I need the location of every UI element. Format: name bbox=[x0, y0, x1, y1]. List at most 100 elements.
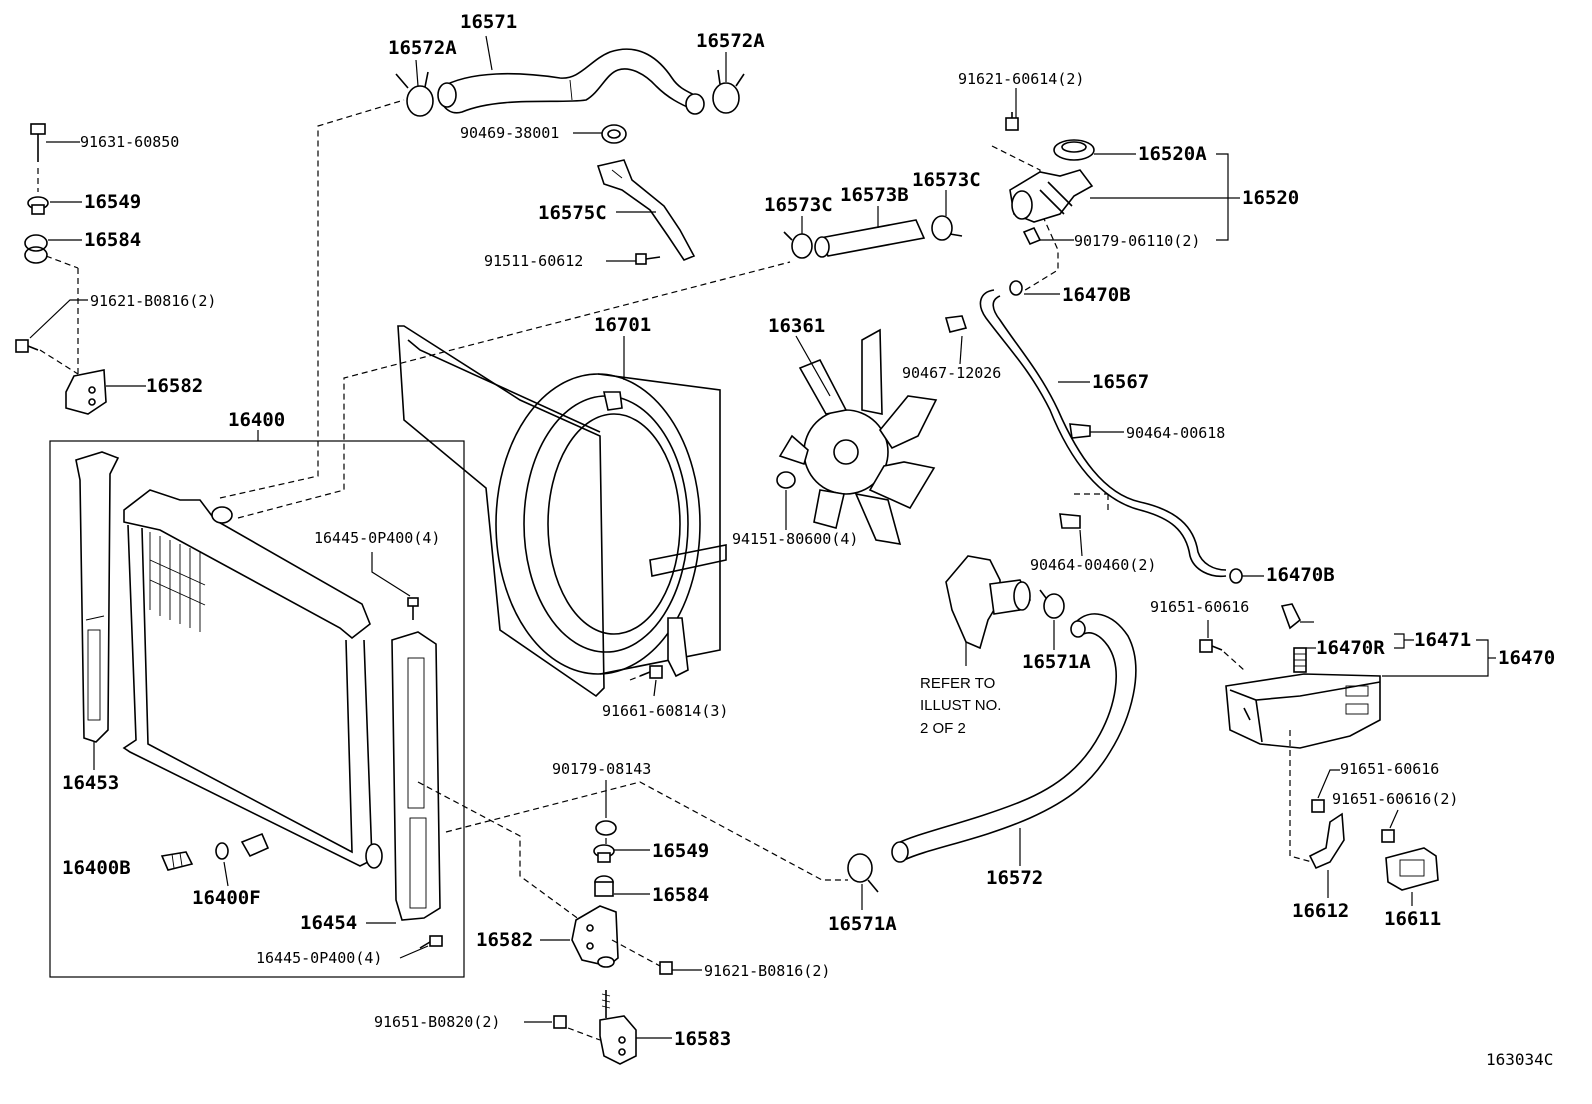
note-line-2: ILLUST NO. bbox=[920, 697, 1001, 714]
label-16400: 16400 bbox=[228, 409, 285, 431]
clamp-16573C-left bbox=[783, 231, 813, 259]
label-16520: 16520 bbox=[1242, 187, 1299, 209]
label-16454: 16454 bbox=[300, 912, 357, 934]
label-91511: 91511-60612 bbox=[484, 252, 583, 270]
fan-shroud-16701 bbox=[397, 325, 727, 698]
nut-90179-bot bbox=[595, 820, 617, 836]
label-91621-top: 91621-60614(2) bbox=[958, 70, 1084, 88]
cushion-16584-bottom bbox=[594, 875, 614, 897]
bolt-91661 bbox=[639, 665, 663, 679]
label-16470B-mid: 16470B bbox=[1266, 564, 1335, 586]
cushion-16549-bottom bbox=[593, 844, 615, 863]
note-line-1: REFER TO bbox=[920, 675, 995, 692]
bracket-16583 bbox=[599, 1015, 637, 1065]
cap-16470R bbox=[1293, 647, 1307, 673]
label-16582-top: 16582 bbox=[146, 375, 203, 397]
bracket-16582-top bbox=[65, 369, 107, 415]
clamp-90467 bbox=[944, 315, 968, 333]
reserve-tank-16470 bbox=[1225, 673, 1381, 749]
bolt-91631 bbox=[30, 123, 46, 162]
label-16573C-left: 16573C bbox=[764, 194, 833, 216]
label-90469: 90469-38001 bbox=[460, 124, 559, 142]
clamp-16571A-bottom bbox=[847, 853, 879, 893]
lower-hose-16572 bbox=[891, 613, 1137, 863]
label-90464-460: 90464-00460(2) bbox=[1030, 556, 1156, 574]
label-16549-bottom: 16549 bbox=[652, 840, 709, 862]
gasket-90179-top bbox=[1022, 226, 1042, 246]
hose-16573B bbox=[814, 219, 926, 258]
reference-part-outline bbox=[945, 555, 1031, 650]
bolt-91621-top bbox=[1005, 112, 1019, 131]
overflow-hose-16567 bbox=[979, 289, 1227, 578]
label-91651-616b: 91651-60616 bbox=[1340, 760, 1439, 778]
hose-clamp-16572A-right bbox=[712, 69, 745, 114]
label-91651-616c: 91651-60616(2) bbox=[1332, 790, 1458, 808]
bolt-91651-616a bbox=[1199, 639, 1223, 653]
label-16453: 16453 bbox=[62, 772, 119, 794]
bracket-16612 bbox=[1308, 812, 1345, 870]
bolt-91651-616c bbox=[1381, 829, 1395, 843]
label-16575C: 16575C bbox=[538, 202, 607, 224]
bracket-16575C bbox=[596, 159, 696, 261]
label-94151: 94151-80600(4) bbox=[732, 530, 858, 548]
clamp-90464-460 bbox=[1059, 513, 1081, 529]
label-16612: 16612 bbox=[1292, 900, 1349, 922]
label-16361: 16361 bbox=[768, 315, 825, 337]
clamp-16573C-right bbox=[931, 215, 963, 241]
cushion-16584-top bbox=[24, 234, 48, 264]
hose-clamp-16572A-left bbox=[395, 71, 434, 117]
radiator-cap-16520A bbox=[1053, 139, 1095, 161]
label-16582-bottom: 16582 bbox=[476, 929, 533, 951]
label-16611: 16611 bbox=[1384, 908, 1441, 930]
label-16572: 16572 bbox=[986, 867, 1043, 889]
label-16573B: 16573B bbox=[840, 184, 909, 206]
label-16583: 16583 bbox=[674, 1028, 731, 1050]
label-16584-bottom: 16584 bbox=[652, 884, 709, 906]
label-90467: 90467-12026 bbox=[902, 364, 1001, 382]
cushion-16549-top bbox=[27, 196, 49, 215]
label-16571: 16571 bbox=[460, 11, 517, 33]
bolt-16445-bottom bbox=[419, 935, 443, 949]
bolt-91621-bot bbox=[659, 961, 673, 975]
label-91621-left: 91621-B0816(2) bbox=[90, 292, 216, 310]
label-16701: 16701 bbox=[594, 314, 651, 336]
bolt-91651-B0820 bbox=[553, 1015, 567, 1029]
label-16445-top: 16445-0P400(4) bbox=[314, 529, 440, 547]
side-member-16454 bbox=[391, 631, 441, 921]
label-16471: 16471 bbox=[1414, 629, 1471, 651]
label-16571A-top: 16571A bbox=[1022, 651, 1091, 673]
label-16573C-right: 16573C bbox=[912, 169, 981, 191]
bolt-16445-top bbox=[407, 597, 419, 620]
radiator-assembly-box bbox=[49, 440, 465, 978]
label-91651-616a: 91651-60616 bbox=[1150, 598, 1249, 616]
bolt-91511 bbox=[635, 253, 661, 265]
clamp-16470B-top bbox=[1009, 280, 1023, 296]
note-line-3: 2 OF 2 bbox=[920, 720, 966, 737]
clamp-16571A-top bbox=[1039, 589, 1065, 619]
label-90179-bot: 90179-08143 bbox=[552, 760, 651, 778]
bolt-16583-stud bbox=[601, 990, 611, 1018]
bracket-16582-bottom bbox=[571, 905, 619, 968]
bracket-16611 bbox=[1385, 847, 1439, 891]
label-91621-bottom: 91621-B0816(2) bbox=[704, 962, 830, 980]
nut-94151 bbox=[776, 471, 796, 489]
fan-16361 bbox=[778, 328, 938, 545]
label-16470R: 16470R bbox=[1316, 637, 1385, 659]
o-ring-16400F bbox=[215, 842, 229, 860]
label-16584-top: 16584 bbox=[84, 229, 141, 251]
label-90464-618: 90464-00618 bbox=[1126, 424, 1225, 442]
label-91651-B0820: 91651-B0820(2) bbox=[374, 1013, 500, 1031]
water-inlet-16520 bbox=[1009, 169, 1094, 223]
label-16567: 16567 bbox=[1092, 371, 1149, 393]
label-16572A-right: 16572A bbox=[696, 30, 765, 52]
drain-cock-16400B bbox=[160, 851, 194, 871]
label-16470: 16470 bbox=[1498, 647, 1555, 669]
label-16470B-top: 16470B bbox=[1062, 284, 1131, 306]
label-16572A-left: 16572A bbox=[388, 37, 457, 59]
illustration-ref-code: 163034C bbox=[1486, 1050, 1553, 1069]
reference-note: REFER TO ILLUST NO. 2 OF 2 bbox=[920, 675, 1001, 737]
hose-fitting-16471 bbox=[1280, 603, 1302, 630]
bolt-91651-616b bbox=[1311, 799, 1325, 813]
